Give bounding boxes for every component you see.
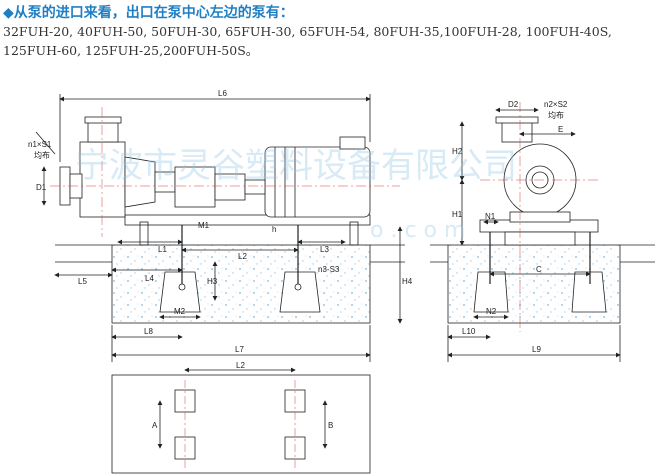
label-n1S1: n1×S1 [28,140,52,149]
label-L6: L6 [218,89,227,98]
label-L9: L9 [532,345,541,354]
model-list-line-2: 125FUH-60, 125FUH-25,200FUH-50S。 [3,43,259,58]
label-H1: H1 [452,210,463,219]
label-junbu1: 均布 [34,150,50,160]
dimension-labels: L6 n1×S1 均布 D1 M1 h L1 L2 L3 L4 L5 H3 n3… [28,89,568,430]
label-D2: D2 [508,100,519,109]
label-L2-plan: L2 [236,361,245,370]
label-H2: H2 [452,147,463,156]
label-C: C [536,265,542,274]
label-n2S2: n2×S2 [544,100,568,109]
plan-view [111,367,371,474]
anchor-pocket-right [279,271,321,313]
label-h: h [272,225,276,234]
section-heading: ◆从泵的进口来看，出口在泵中心左边的泵有： [3,5,294,21]
label-L7: L7 [235,345,244,354]
label-L5: L5 [78,277,87,286]
label-M1: M1 [198,221,210,230]
anchor-pocket-left [159,271,201,313]
side-view [35,94,405,362]
label-H4: H4 [402,277,413,286]
label-D1: D1 [36,183,47,192]
end-view [430,102,655,362]
label-L1: L1 [158,245,167,254]
plan-foundation [111,374,371,474]
watermark-site: o . c o m [370,218,465,243]
label-L8: L8 [144,327,153,336]
label-N2: N2 [486,307,497,316]
base-plate [124,214,371,226]
label-N1: N1 [485,212,496,221]
label-junbu2: 均布 [548,110,564,120]
watermark-company: 宁波市灵谷塑料设备有限公司 [75,146,517,186]
label-B: B [328,421,333,430]
label-E: E [558,125,563,134]
label-M2: M2 [174,307,186,316]
label-L2: L2 [238,252,247,261]
pump-installation-drawing: L6 n1×S1 均布 D1 M1 h L1 L2 L3 L4 L5 H3 n3… [28,89,655,474]
side-foundation [111,244,371,324]
label-L3: L3 [320,245,329,254]
label-L4: L4 [145,274,154,283]
label-A: A [152,421,158,430]
label-H3: H3 [207,277,218,286]
model-list: 32FUH-20, 40FUH-50, 50FUH-30, 65FUH-30, … [3,22,658,60]
label-n3S3: n3-S3 [318,265,340,274]
label-L10: L10 [462,327,476,336]
model-list-line-1: 32FUH-20, 40FUH-50, 50FUH-30, 65FUH-30, … [3,24,612,39]
